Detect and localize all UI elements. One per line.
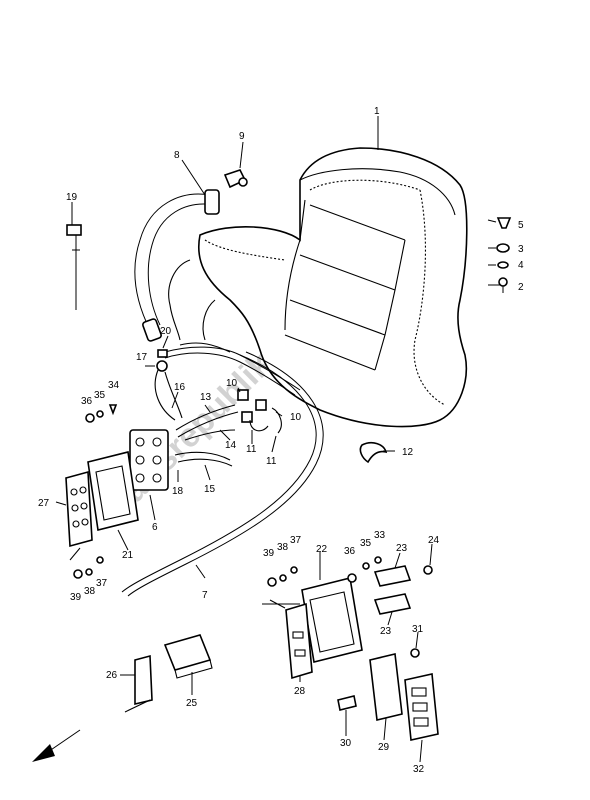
panel-part-27 [65, 470, 93, 548]
valve-block-part-6 [129, 429, 169, 491]
small-hoses [174, 404, 239, 467]
hose-part [134, 189, 220, 342]
callout-7: 7 [202, 590, 208, 601]
callout-10a: 10 [226, 378, 238, 389]
callout-26: 26 [106, 670, 118, 681]
callout-2: 2 [518, 282, 524, 293]
callout-27: 27 [38, 498, 50, 509]
seat-part [198, 147, 468, 428]
callout-37a: 37 [96, 578, 108, 589]
panel-part-28 [285, 602, 313, 680]
callout-8: 8 [174, 150, 180, 161]
connector-parts [237, 389, 282, 434]
relay-part-25 [163, 634, 213, 679]
callout-38a: 38 [84, 586, 96, 597]
callout-29: 29 [378, 742, 390, 753]
callout-32: 32 [413, 764, 425, 775]
callout-23b: 23 [380, 626, 392, 637]
callout-4: 4 [518, 260, 524, 271]
drain-hose-part-7 [121, 351, 324, 597]
panel-part-32 [404, 673, 439, 741]
callout-16: 16 [174, 382, 186, 393]
callout-9: 9 [239, 131, 245, 142]
screws-left [73, 404, 118, 579]
bracket-part-26 [124, 654, 153, 713]
screws-right [496, 217, 512, 293]
callout-1: 1 [374, 106, 380, 117]
callout-20: 20 [160, 326, 172, 337]
callout-11a: 11 [246, 444, 257, 455]
callout-10b: 10 [290, 412, 302, 423]
clip-part-12 [359, 442, 388, 464]
cover-part-21 [87, 451, 139, 531]
callout-34: 34 [108, 380, 120, 391]
callout-30: 30 [340, 738, 352, 749]
callout-11b: 11 [266, 456, 277, 467]
callout-21: 21 [122, 550, 134, 561]
callout-31: 31 [412, 624, 424, 635]
callout-39a: 39 [70, 592, 82, 603]
leader-lines [55, 116, 500, 763]
bracket-parts-23 [373, 565, 412, 615]
callout-25: 25 [186, 698, 198, 709]
callout-35a: 35 [94, 390, 106, 401]
callout-labels: 1 2 3 4 5 6 7 8 9 10 10 11 11 12 13 14 1… [38, 106, 524, 775]
callout-19: 19 [66, 192, 78, 203]
callout-14: 14 [225, 440, 237, 451]
bulb-part-30 [337, 695, 357, 711]
callout-23a: 23 [396, 543, 408, 554]
callout-15: 15 [204, 484, 216, 495]
callout-38b: 38 [277, 542, 289, 553]
screws-middle [267, 556, 433, 658]
callout-28: 28 [294, 686, 306, 697]
front-arrow-icon [32, 729, 81, 762]
callout-13: 13 [200, 392, 212, 403]
callout-17: 17 [136, 352, 148, 363]
callout-18: 18 [172, 486, 184, 497]
callout-12: 12 [402, 447, 414, 458]
callout-36b: 36 [344, 546, 356, 557]
clip-part-9 [223, 169, 248, 189]
callout-39b: 39 [263, 548, 275, 559]
bolt-part-19 [66, 224, 82, 310]
callout-33: 33 [374, 530, 386, 541]
callout-24: 24 [428, 535, 440, 546]
fitting-parts [154, 349, 183, 421]
callout-22: 22 [316, 544, 328, 555]
callout-35b: 35 [360, 538, 372, 549]
callout-37b: 37 [290, 535, 302, 546]
callout-5: 5 [518, 220, 524, 231]
callout-36a: 36 [81, 396, 93, 407]
cover-part-22 [301, 577, 363, 663]
panel-part-29 [369, 653, 403, 721]
callout-6: 6 [152, 522, 158, 533]
callout-3: 3 [518, 244, 524, 255]
